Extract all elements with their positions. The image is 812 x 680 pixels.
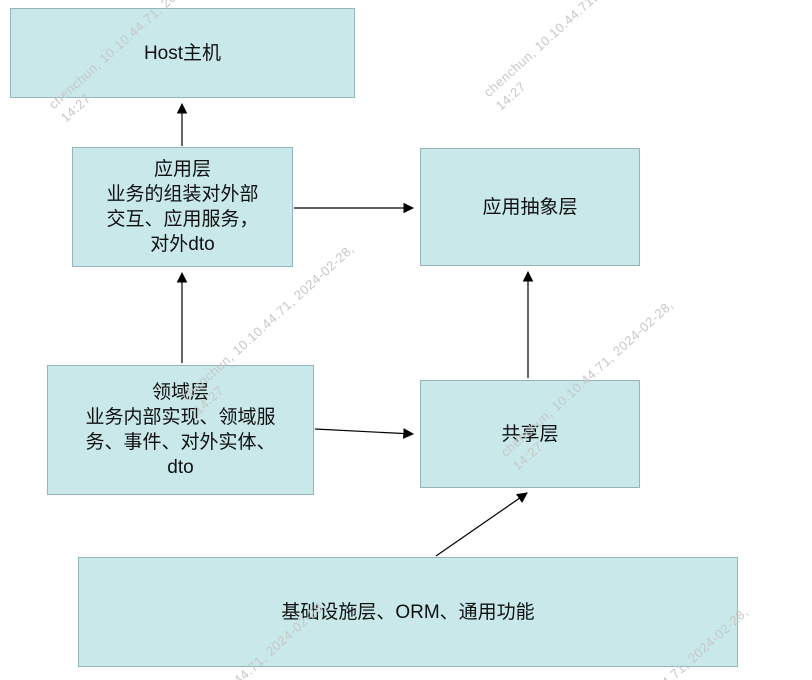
node-application-layer-line: 应用层 — [153, 159, 211, 180]
node-infrastructure-layer-label: 基础设施层、ORM、通用功能 — [281, 601, 535, 623]
arrow-infra-to-shared — [435, 492, 528, 557]
watermark: chenchun, 10.10.44.71, 2024-02-28, 14:27 — [480, 0, 673, 115]
node-application-abstraction-layer: 应用抽象层 — [420, 148, 640, 266]
node-domain-layer: 领域层 业务内部实现、领域服 务、事件、对外实体、 dto — [47, 365, 314, 495]
node-application-layer-line: 对外dto — [150, 234, 215, 255]
node-domain-layer-line: 领域层 — [151, 382, 209, 403]
node-shared-layer-label: 共享层 — [501, 423, 559, 445]
arrow-domain-to-shared — [314, 428, 415, 439]
node-application-layer-line: 交互、应用服务， — [106, 209, 259, 230]
watermark-line1: chenchun, 10.10.44.71, 2024-02-28, — [480, 0, 660, 100]
node-shared-layer: 共享层 — [420, 380, 640, 488]
node-application-layer-line: 业务的组装对外部 — [106, 184, 259, 205]
node-host: Host主机 — [10, 8, 355, 98]
node-infrastructure-layer: 基础设施层、ORM、通用功能 — [78, 557, 738, 667]
watermark-line2: 14:27 — [492, 78, 529, 114]
node-domain-layer-line: 务、事件、对外实体、 — [85, 432, 276, 453]
node-host-label: Host主机 — [143, 42, 222, 64]
node-domain-layer-line: dto — [167, 457, 194, 478]
node-domain-layer-line: 业务内部实现、领域服 — [85, 407, 276, 428]
node-application-layer: 应用层 业务的组装对外部 交互、应用服务， 对外dto — [72, 147, 293, 267]
node-application-abstraction-layer-label: 应用抽象层 — [482, 196, 578, 218]
